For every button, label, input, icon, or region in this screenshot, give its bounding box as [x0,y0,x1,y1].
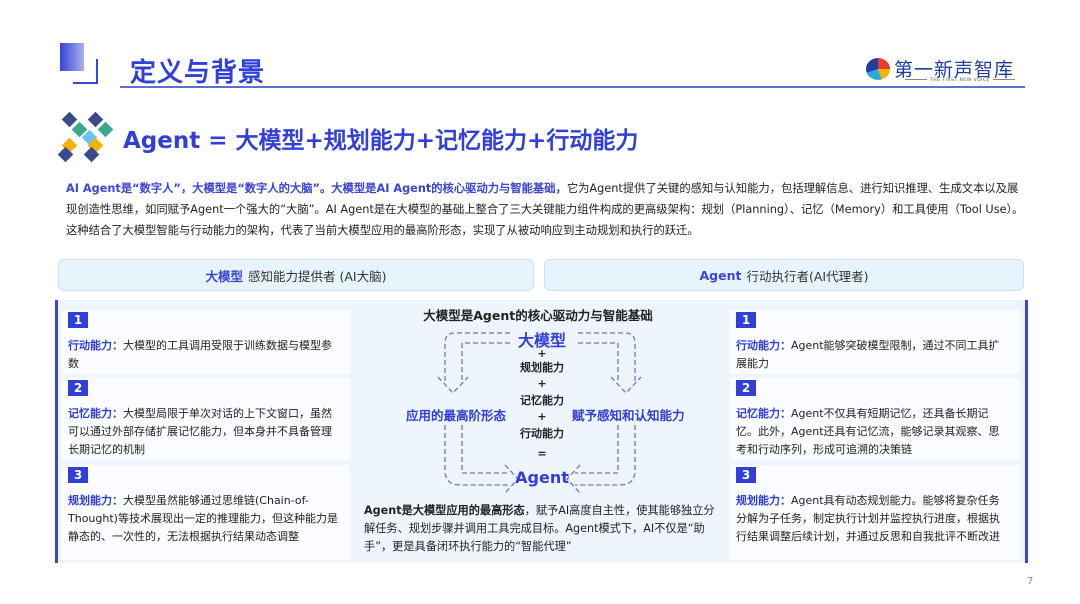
node-planning: 规划能力 [520,361,564,374]
role-label: 行动执行者(AI代理者) [746,268,869,284]
role-box-llm: 大模型 感知能力提供者 (AI大脑) [58,259,534,291]
panel-right-accent [1025,300,1028,563]
left-cycle-label: 应用的最高阶形态 [406,408,507,423]
center-title: 大模型是Agent的核心驱动力与智能基础 [423,308,653,323]
node-llm: 大模型 [517,331,566,350]
logo-icon [866,57,890,80]
formula-title: Agent = 大模型+规划能力+记忆能力+行动能力 [123,128,639,154]
header-decoration [60,43,106,89]
brand-logo: 第一新声智库 [866,55,1014,82]
plus-sign: + [537,347,547,360]
card-text: 规划能力：Agent具有动态规划能力。能够将复杂任务分解为子任务，制定执行计划并… [736,494,1000,543]
card-text: 记忆能力：Agent不仅具有短期记忆，还具备长期记忆。此外，Agent还具有记忆… [736,407,1000,456]
card-text: 记忆能力：大模型局限于单次对话的上下文窗口，虽然可以通过外部存储扩展记忆能力，但… [68,407,332,456]
node-memory: 记忆能力 [520,394,564,407]
center-description: Agent是大模型应用的最高形态，赋予AI高度自主性，使其能够独立分解任务、规划… [364,504,715,553]
role-box-agent: Agent 行动执行者(AI代理者) [544,259,1024,291]
role-key: Agent [699,267,742,283]
llm-card-planning: 3 规划能力：大模型虽然能够通过思维链(Chain-of-Thought)等技术… [62,465,350,560]
card-text: 行动能力：大模型的工具调用受限于训练数据与模型参数 [68,339,332,370]
dashed-cycle-arrows [437,332,642,494]
card-number: 3 [68,467,88,483]
llm-card-action: 1 行动能力：大模型的工具调用受限于训练数据与模型参数 [62,310,350,374]
card-text: 行动能力：Agent能够突破模型限制，通过不同工具扩展能力 [736,339,1000,370]
page-title: 定义与背景 [130,58,266,88]
node-agent: Agent [515,468,569,487]
llm-card-memory: 2 记忆能力：大模型局限于单次对话的上下文窗口，虽然可以通过外部存储扩展记忆能力… [62,378,350,460]
right-cycle-label: 赋予感知和认知能力 [572,408,685,423]
intro-highlight: AI Agent是“数字人”，大模型是“数字人的大脑”。大模型是AI Agent… [66,182,567,195]
equals-sign: = [537,447,547,460]
intro-body: 它为Agent提供了关键的感知与认知能力，包括理解信息、进行知识推理、生成文本以… [66,182,1024,237]
panel-left-accent [55,300,58,563]
node-action: 行动能力 [520,427,564,440]
intro-paragraph: AI Agent是“数字人”，大模型是“数字人的大脑”。大模型是AI Agent… [66,178,1028,241]
card-number: 2 [736,380,756,396]
agent-card-memory: 2 记忆能力：Agent不仅具有短期记忆，还具备长期记忆。此外，Agent还具有… [730,378,1020,460]
plus-sign: + [537,410,547,423]
card-number: 1 [68,312,88,328]
card-number: 1 [736,312,756,328]
role-key: 大模型 [205,268,244,284]
header-divider [120,86,1025,88]
page-number: 7 [1027,576,1034,587]
card-text: 规划能力：大模型虽然能够通过思维链(Chain-of-Thought)等技术展现… [68,494,338,543]
plus-sign: + [537,377,547,390]
logo-subtitle: THE FIRST NEW VOICE [902,78,1018,83]
agent-card-planning: 3 规划能力：Agent具有动态规划能力。能够将复杂任务分解为子任务，制定执行计… [730,465,1020,560]
card-number: 2 [68,380,88,396]
diamond-cluster-icon [57,111,114,163]
card-number: 3 [736,467,756,483]
role-label: 感知能力提供者 (AI大脑) [248,268,387,284]
agent-formula-diagram: 大模型 + 规划能力 + 记忆能力 + 行动能力 = Agent 应用的最高阶形… [400,325,700,495]
logo-text: 第一新声智库 [894,59,1015,81]
agent-card-action: 1 行动能力：Agent能够突破模型限制，通过不同工具扩展能力 [730,310,1020,374]
